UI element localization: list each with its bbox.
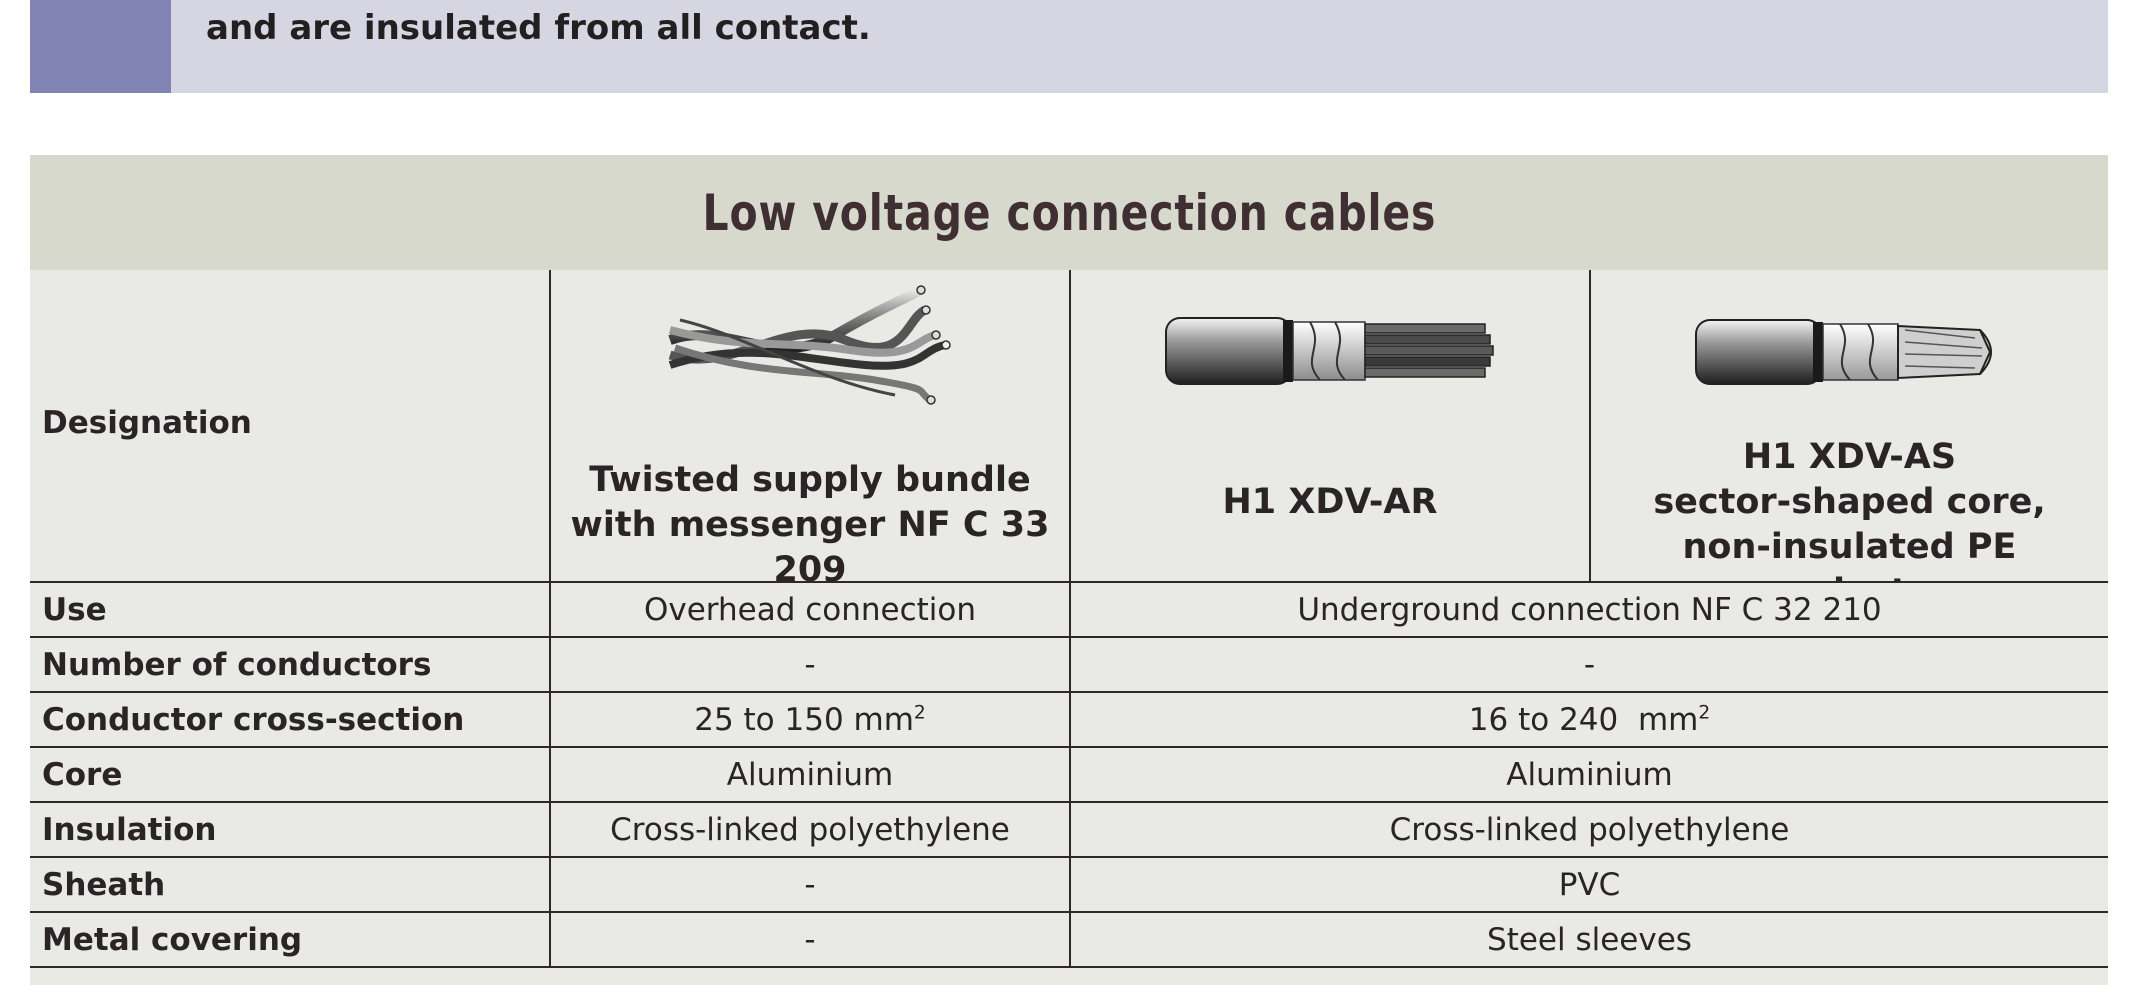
product-name-line: with messenger NF C 33 209 — [570, 505, 1050, 582]
underground-value: Aluminium — [1070, 747, 2108, 803]
underground-value: PVC — [1070, 857, 2108, 913]
product-name-line: H1 XDV-AS — [1742, 437, 1957, 477]
product-name-line: H1 XDV-AR — [1222, 482, 1438, 522]
row-label: Number of conductors — [30, 637, 551, 693]
row-label: Sheath — [30, 857, 551, 913]
product-cell: H1 XDV-AS sector-shaped core, non-insula… — [1590, 270, 2108, 583]
product-name-line: Twisted supply bundle — [589, 460, 1031, 500]
underground-value: - — [1070, 637, 2108, 693]
overhead-value: 25 to 150 mm2 — [550, 692, 1071, 748]
table-title: Low voltage connection cables — [702, 183, 1436, 242]
multicore-cable-icon — [1165, 317, 1494, 385]
row-label: Insulation — [30, 802, 551, 858]
spec-table: Designation — [30, 270, 2108, 968]
product-name: Twisted supply bundle with messenger NF … — [551, 458, 1068, 582]
product-name: H1 XDV-AS sector-shaped core, non-insula… — [1591, 435, 2108, 580]
info-note: and are insulated from all contact. — [30, 0, 2108, 93]
overhead-value: Overhead connection — [550, 582, 1071, 638]
sector-core-cable-icon — [1694, 319, 1992, 385]
product-name: H1 XDV-AR — [1071, 480, 1588, 525]
underground-value-text: 16 to 240 mm — [1468, 701, 1699, 738]
underground-value: Steel sleeves — [1070, 912, 2108, 968]
table-row: Number of conductors - - — [30, 637, 2108, 693]
cable-spec-table: Low voltage connection cables Designatio… — [30, 155, 2108, 985]
overhead-value: - — [550, 857, 1071, 913]
underground-value: Underground connection NF C 32 210 — [1070, 582, 2108, 638]
row-label: Use — [30, 582, 551, 638]
superscript: 2 — [913, 702, 926, 724]
note-accent-bar — [30, 0, 171, 93]
product-cell: Twisted supply bundle with messenger NF … — [550, 270, 1071, 583]
row-label: Core — [30, 747, 551, 803]
twisted-bundle-cable-icon — [668, 285, 951, 405]
overhead-value-text: 25 to 150 mm — [694, 701, 914, 738]
table-row: Metal covering - Steel sleeves — [30, 912, 2108, 968]
product-cell: H1 XDV-AR — [1070, 270, 1591, 583]
designation-row: Designation — [30, 270, 2108, 583]
overhead-value: - — [550, 637, 1071, 693]
table-row: Core Aluminium Aluminium — [30, 747, 2108, 803]
underground-value: Cross-linked polyethylene — [1070, 802, 2108, 858]
product-name-line: non-insulated PE conductor — [1682, 527, 2017, 580]
table-row: Use Overhead connection Underground conn… — [30, 582, 2108, 638]
overhead-value: Aluminium — [550, 747, 1071, 803]
overhead-value: Cross-linked polyethylene — [550, 802, 1071, 858]
overhead-value: - — [550, 912, 1071, 968]
row-label: Conductor cross-section — [30, 692, 551, 748]
table-row: Insulation Cross-linked polyethylene Cro… — [30, 802, 2108, 858]
product-name-line: sector-shaped core, — [1653, 482, 2046, 522]
superscript: 2 — [1698, 702, 1711, 724]
table-row: Conductor cross-section 25 to 150 mm2 16… — [30, 692, 2108, 748]
designation-label-cell: Designation — [30, 270, 551, 583]
row-label: Metal covering — [30, 912, 551, 968]
note-text: and are insulated from all contact. — [206, 8, 871, 48]
designation-label: Designation — [42, 405, 252, 441]
table-title-band: Low voltage connection cables — [30, 155, 2108, 270]
underground-value: 16 to 240 mm2 — [1070, 692, 2108, 748]
table-row: Sheath - PVC — [30, 857, 2108, 913]
